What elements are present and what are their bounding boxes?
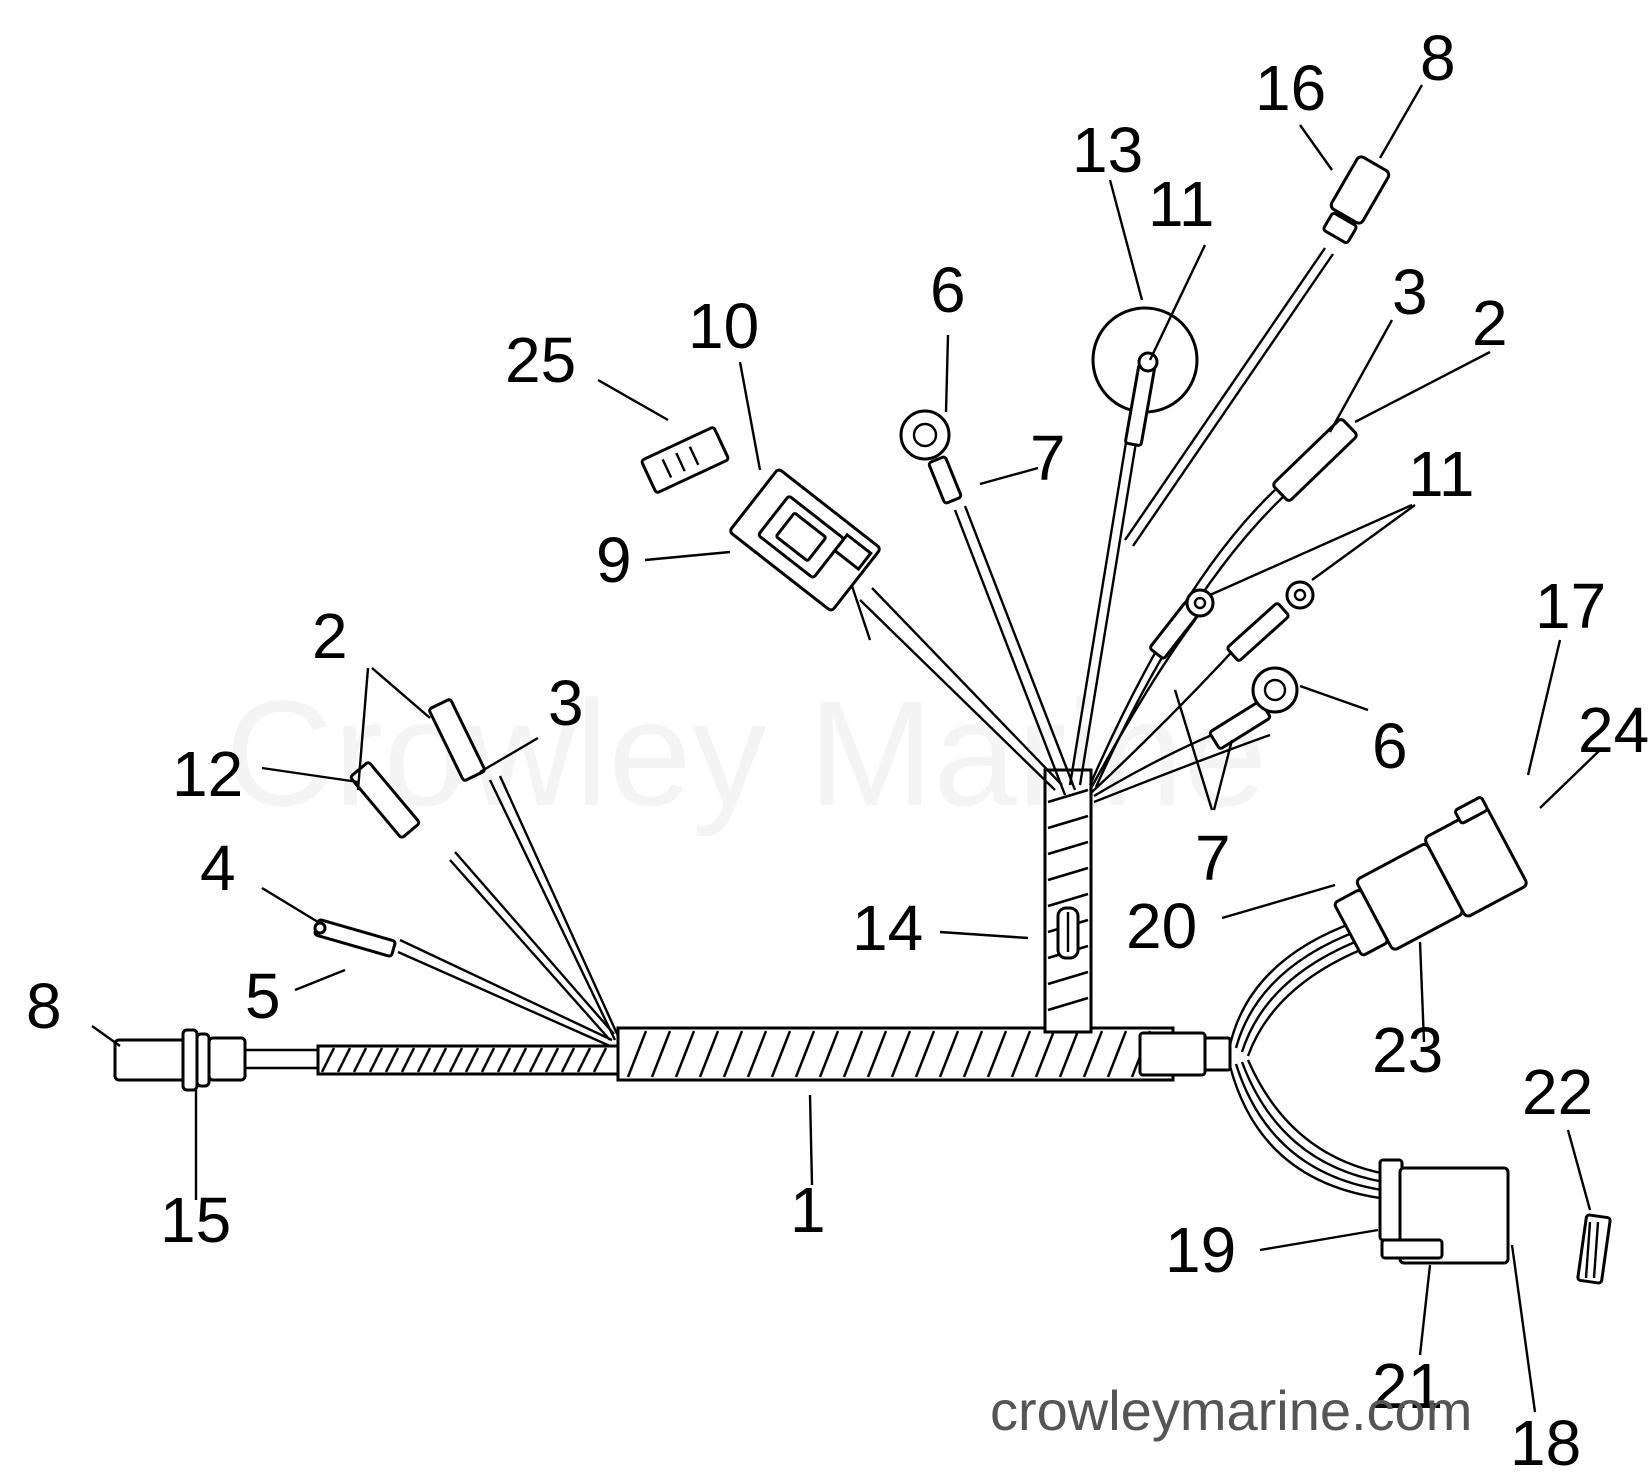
callout-13: 13	[1072, 114, 1143, 186]
right-lower-connector	[1228, 1059, 1510, 1265]
callout-19: 19	[1165, 1214, 1236, 1286]
leader-lines	[91, 84, 1601, 1413]
callout-25: 25	[505, 324, 576, 396]
callout-23: 23	[1372, 1014, 1443, 1086]
callout-1: 1	[790, 1174, 826, 1246]
harness-left-section	[316, 1044, 620, 1076]
callout-6a: 6	[930, 254, 966, 326]
right-upper-connector	[1228, 796, 1528, 1057]
callout-6b: 6	[1372, 710, 1408, 782]
callout-7b: 7	[1195, 822, 1231, 894]
callout-labels: 1 2 2 3 3 4 5 6 6 7 7 8 8 9 10 11 11 12 …	[26, 22, 1649, 1476]
callout-7a: 7	[1030, 422, 1066, 494]
callout-16: 16	[1255, 52, 1326, 124]
callout-11b: 11	[1408, 438, 1474, 510]
callout-10: 10	[688, 290, 759, 362]
left-bullet-connector	[113, 1028, 318, 1092]
callout-24: 24	[1578, 694, 1649, 766]
callout-4: 4	[200, 832, 236, 904]
item-22-part	[1576, 1213, 1612, 1285]
watermark-url: crowleymarine.com	[990, 1379, 1472, 1442]
callout-17: 17	[1535, 570, 1606, 642]
callout-22: 22	[1522, 1056, 1593, 1128]
callout-12: 12	[172, 738, 243, 810]
callout-3b: 3	[1392, 256, 1428, 328]
callout-21: 21	[1372, 1350, 1443, 1422]
harness-drawing	[91, 84, 1612, 1413]
callout-2a: 2	[312, 600, 348, 672]
callout-3a: 3	[548, 667, 584, 739]
callout-20: 20	[1126, 890, 1197, 962]
callout-11a: 11	[1148, 168, 1214, 240]
top-wire-branches	[899, 155, 1391, 804]
callout-2b: 2	[1472, 287, 1508, 359]
callout-9: 9	[596, 524, 632, 596]
connector-9-10	[640, 426, 1063, 791]
callout-8b: 8	[1420, 22, 1456, 94]
callout-8a: 8	[26, 970, 62, 1042]
callout-5: 5	[245, 960, 281, 1032]
callout-18: 18	[1510, 1407, 1581, 1476]
callout-14: 14	[852, 892, 923, 964]
main-harness-trunk	[616, 768, 1232, 1082]
callout-15: 15	[160, 1184, 231, 1256]
left-wire-branches	[313, 698, 620, 1048]
